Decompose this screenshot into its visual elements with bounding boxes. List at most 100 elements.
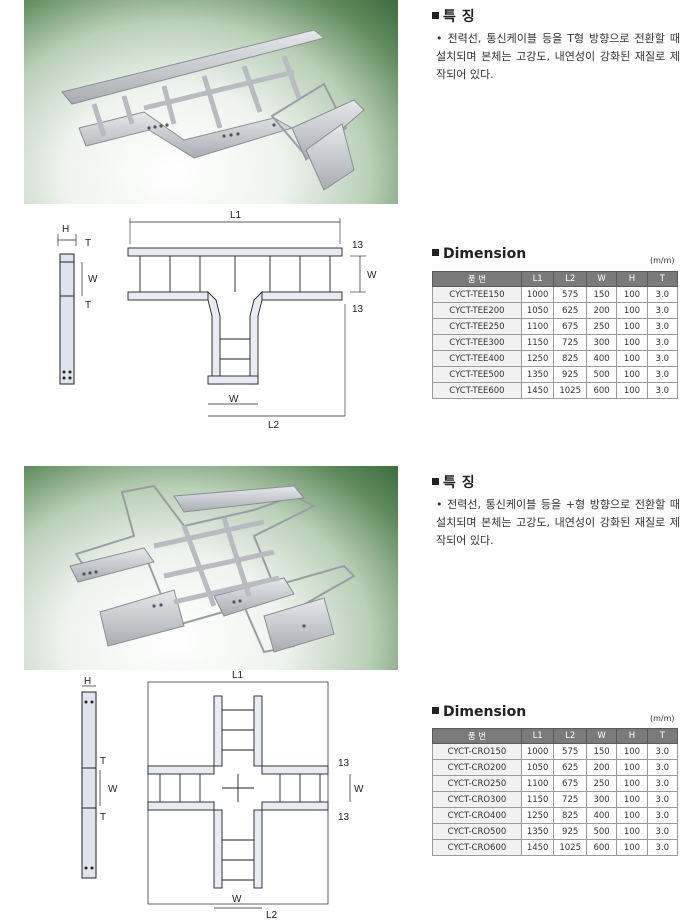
table-cell: 1100 — [520, 775, 555, 792]
table-cell: 825 — [553, 350, 587, 367]
table-cell: 1150 — [520, 334, 555, 351]
table-header-cell: 품 번 — [432, 271, 522, 287]
cross-dimension-title: Dimension — [432, 704, 526, 720]
part-number-cell: CYCT-CRO500 — [432, 823, 522, 840]
tee-plan-13-bottom: 13 — [352, 304, 364, 315]
cross-plan-view — [147, 681, 351, 909]
table-cell: 150 — [585, 743, 618, 760]
table-cell: 1050 — [520, 302, 555, 319]
table-cell: 925 — [553, 366, 587, 383]
table-cell: 1050 — [520, 759, 555, 776]
table-cell: 200 — [585, 759, 618, 776]
cross-plan-w-label-right: W — [354, 784, 364, 795]
square-bullet-icon — [432, 249, 439, 256]
cross-plan-l2-label: L2 — [266, 910, 278, 921]
tee-dimension-unit: (m/m) — [650, 256, 675, 265]
table-cell: 600 — [585, 839, 618, 856]
table-cell: 100 — [616, 366, 648, 383]
table-cell: 3.0 — [646, 318, 679, 335]
cross-side-t-label-top: T — [100, 756, 106, 767]
part-number-cell: CYCT-TEE500 — [432, 366, 522, 383]
table-cell: 3.0 — [646, 807, 679, 824]
table-cell: 100 — [616, 823, 648, 840]
section-tee: H T W T — [0, 0, 694, 455]
part-number-cell: CYCT-CRO300 — [432, 791, 522, 808]
table-cell: 600 — [585, 382, 618, 399]
part-number-cell: CYCT-CRO150 — [432, 743, 522, 760]
table-cell: 3.0 — [646, 823, 679, 840]
table-cell: 725 — [553, 334, 587, 351]
tee-plan-w-label-bottom: W — [229, 394, 239, 405]
tee-side-profile: H T W T — [57, 224, 98, 385]
table-cell: 100 — [616, 791, 648, 808]
table-cell: 3.0 — [646, 286, 679, 303]
tee-side-h-label: H — [62, 224, 69, 235]
table-cell: 825 — [553, 807, 587, 824]
table-cell: 100 — [616, 334, 648, 351]
part-number-cell: CYCT-CRO400 — [432, 807, 522, 824]
table-cell: 1250 — [520, 350, 555, 367]
part-number-cell: CYCT-TEE400 — [432, 350, 522, 367]
cross-technical-drawing: H T W T — [81, 670, 364, 921]
cross-plan-13-bottom: 13 — [338, 812, 350, 823]
table-cell: 500 — [585, 823, 618, 840]
tee-plan-l1-label: L1 — [230, 210, 242, 221]
table-cell: 250 — [585, 775, 618, 792]
table-cell: 1150 — [520, 791, 555, 808]
part-number-cell: CYCT-TEE150 — [432, 286, 522, 303]
cross-side-t-label-bottom: T — [100, 812, 106, 823]
table-cell: 1350 — [520, 366, 555, 383]
part-number-cell: CYCT-TEE300 — [432, 334, 522, 351]
table-cell: 200 — [585, 302, 618, 319]
table-header-cell: 품 번 — [432, 728, 522, 744]
part-number-cell: CYCT-TEE600 — [432, 382, 522, 399]
table-cell: 625 — [553, 759, 587, 776]
table-cell: 1025 — [553, 839, 587, 856]
table-cell: 100 — [616, 807, 648, 824]
table-cell: 300 — [585, 791, 618, 808]
table-cell: 3.0 — [646, 302, 679, 319]
table-cell: 3.0 — [646, 382, 679, 399]
table-header-cell: W — [585, 728, 618, 744]
table-cell: 675 — [553, 775, 587, 792]
table-cell: 3.0 — [646, 839, 679, 856]
table-cell: 400 — [585, 350, 618, 367]
tee-feature-title: 특 징 — [432, 6, 475, 26]
table-header-cell: H — [616, 271, 648, 287]
table-header-cell: H — [616, 728, 648, 744]
table-cell: 250 — [585, 318, 618, 335]
tee-plan-13-top: 13 — [352, 240, 364, 251]
tee-plan-w-label-right: W — [367, 270, 377, 281]
table-header-cell: L2 — [553, 271, 587, 287]
cross-tray-illustration — [69, 484, 356, 654]
part-number-cell: CYCT-TEE200 — [432, 302, 522, 319]
tee-dimension-title: Dimension — [432, 246, 526, 262]
table-cell: 100 — [616, 743, 648, 760]
table-cell: 3.0 — [646, 334, 679, 351]
table-header-cell: T — [646, 271, 679, 287]
table-header-cell: L1 — [520, 728, 555, 744]
table-cell: 100 — [616, 318, 648, 335]
table-cell: 500 — [585, 366, 618, 383]
table-cell: 3.0 — [646, 350, 679, 367]
square-bullet-icon — [432, 12, 439, 19]
cross-side-h-label: H — [84, 676, 91, 687]
tee-product-photo — [24, 0, 398, 204]
part-number-cell: CYCT-CRO600 — [432, 839, 522, 856]
table-cell: 1250 — [520, 807, 555, 824]
table-header-cell: W — [585, 271, 618, 287]
cross-product-photo — [24, 466, 398, 670]
table-cell: 1450 — [520, 839, 555, 856]
